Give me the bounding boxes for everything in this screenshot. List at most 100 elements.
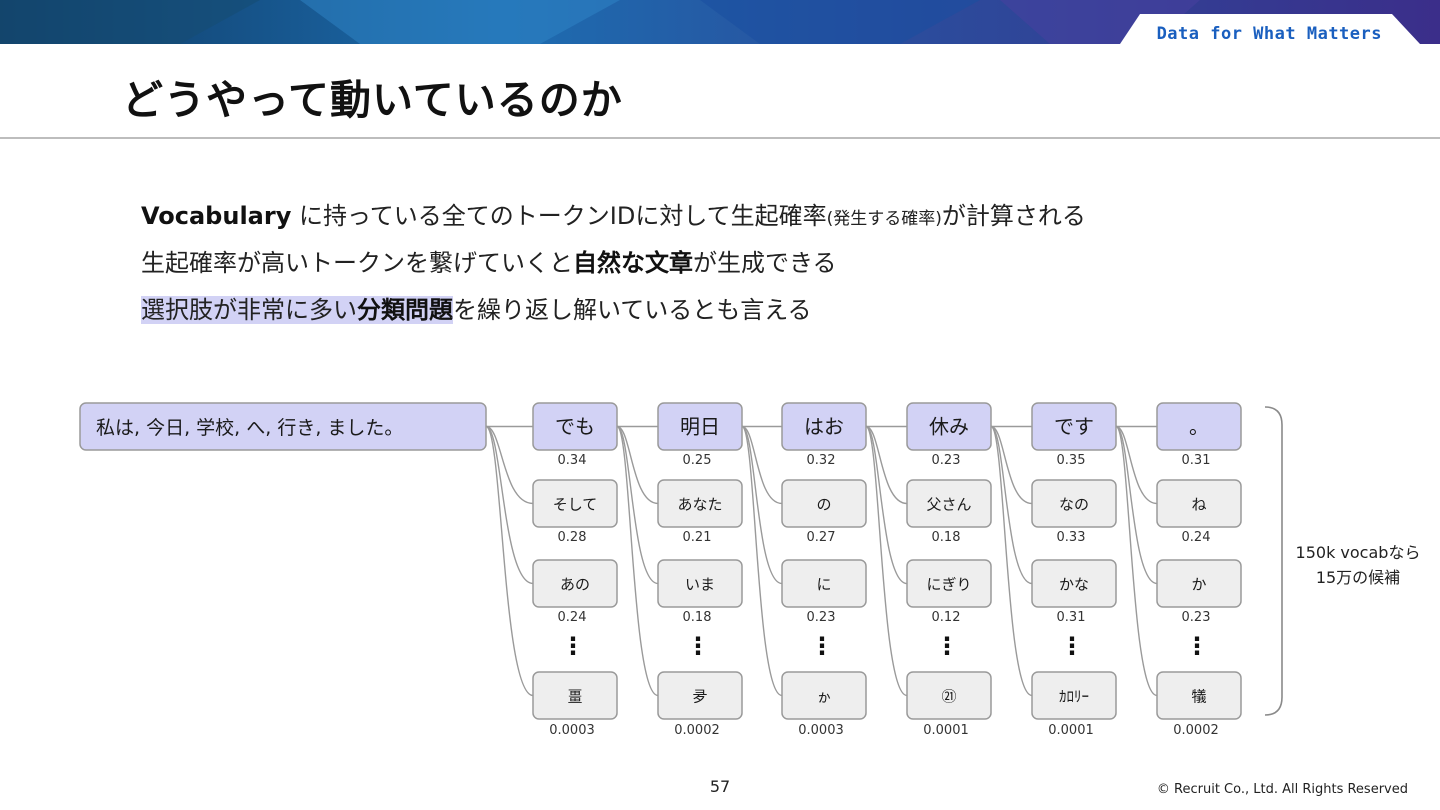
token-probability: 0.24 <box>558 610 587 625</box>
candidate-token-box <box>532 479 618 528</box>
connector-line <box>990 425 1033 585</box>
token-label: ㉑ <box>941 688 956 706</box>
token-label: か <box>1191 576 1206 594</box>
token-label: なの <box>1059 496 1089 514</box>
token-probability: 0.12 <box>932 610 961 625</box>
token-label: 休み <box>929 415 969 439</box>
token-label: そして <box>553 496 598 514</box>
token-probability: 0.23 <box>1182 610 1211 625</box>
token-label: ｶﾛﾘｰ <box>1059 688 1089 706</box>
candidate-token-box <box>1156 671 1242 720</box>
connector-line <box>616 425 659 505</box>
connector-line <box>485 425 534 585</box>
token-probability: 0.34 <box>558 453 587 468</box>
token-label: はお <box>804 415 844 439</box>
top-token-box <box>532 402 618 451</box>
ellipsis-icon: ⋮ <box>561 632 585 660</box>
candidate-token-box <box>657 559 743 608</box>
token-probability: 0.33 <box>1057 530 1086 545</box>
top-token-box <box>1156 402 1242 451</box>
connector-line <box>616 425 659 697</box>
top-token-box <box>657 402 743 451</box>
title-divider <box>0 137 1440 139</box>
ellipsis-icon: ⋮ <box>935 632 959 660</box>
candidate-token-box <box>532 671 618 720</box>
token-label: に <box>816 576 831 594</box>
connector-line <box>485 425 534 505</box>
line2-text-a: 生起確率が高いトークンを繋げていくと <box>141 249 573 277</box>
connector-line <box>1115 425 1158 585</box>
candidate-token-box <box>906 559 992 608</box>
top-token-box <box>1031 402 1117 451</box>
candidate-token-box <box>781 479 867 528</box>
candidate-columns: でも0.34そして0.28あの0.24畺0.0003⋮明日0.25あなた0.21… <box>532 402 1242 738</box>
connector-line <box>865 425 908 697</box>
candidate-token-box <box>1031 559 1117 608</box>
candidates-brace <box>1264 406 1283 716</box>
token-probability: 0.32 <box>807 453 836 468</box>
connector-line <box>865 425 908 505</box>
token-probability: 0.0002 <box>674 723 720 738</box>
token-probability: 0.25 <box>683 453 712 468</box>
token-probability: 0.31 <box>1182 453 1211 468</box>
connector-line <box>990 425 1033 697</box>
line2-text-b: が生成できる <box>693 249 837 277</box>
token-probability: 0.0003 <box>549 723 595 738</box>
token-probability: 0.35 <box>1057 453 1086 468</box>
candidate-token-box <box>1031 671 1117 720</box>
token-label: 。 <box>1189 415 1209 439</box>
highlighted-phrase: 選択肢が非常に多い分類問題 <box>141 296 453 324</box>
ellipsis-icon: ⋮ <box>1185 632 1209 660</box>
line1-text-a: に持っている全てのトークンIDに対して生起確率 <box>291 202 827 230</box>
connector-line <box>865 425 908 585</box>
candidate-token-box <box>781 559 867 608</box>
connector-line <box>990 425 1033 505</box>
token-probability: 0.0003 <box>798 723 844 738</box>
ellipsis-icon: ⋮ <box>810 632 834 660</box>
candidate-token-box <box>906 671 992 720</box>
token-label: あの <box>560 576 590 594</box>
input-sentence-text: 私は, 今日, 学校, へ, 行き, ました。 <box>96 417 403 439</box>
token-probability: 0.28 <box>558 530 587 545</box>
connector-line <box>741 425 783 505</box>
line1-note: (発生する確率) <box>826 209 942 229</box>
token-label: にぎり <box>926 576 971 594</box>
top-token-box <box>906 402 992 451</box>
page-number: 57 <box>709 777 731 796</box>
copyright-text: © Recruit Co., Ltd. All Rights Reserved <box>1156 782 1408 797</box>
token-label: ゕ <box>816 688 831 706</box>
candidate-token-box <box>906 479 992 528</box>
connector-line <box>1115 425 1158 505</box>
ellipsis-icon: ⋮ <box>686 632 710 660</box>
token-label: です <box>1054 415 1094 439</box>
line3-text-b: を繰り返し解いているとも言える <box>453 296 812 324</box>
candidate-token-box <box>657 479 743 528</box>
candidate-token-box <box>781 671 867 720</box>
connector-line <box>741 425 783 585</box>
token-probability: 0.0002 <box>1173 723 1219 738</box>
token-label: いま <box>685 576 715 594</box>
candidate-token-box <box>532 559 618 608</box>
token-label: かな <box>1059 576 1089 594</box>
token-label: 父さん <box>926 496 971 514</box>
candidate-token-box <box>1156 559 1242 608</box>
vocabulary-term: Vocabulary <box>141 202 292 230</box>
input-sentence-box <box>79 402 487 451</box>
note-line-1: 150k vocabなら <box>1296 543 1421 562</box>
bullet-line-1: Vocabulary に持っている全てのトークンIDに対して生起確率(発生する確… <box>141 196 1086 231</box>
token-label: 明日 <box>680 415 720 439</box>
token-probability: 0.24 <box>1182 530 1211 545</box>
bullet-line-3: 選択肢が非常に多い分類問題を繰り返し解いているとも言える <box>141 290 812 325</box>
candidate-token-box <box>1156 479 1242 528</box>
token-label: 夛 <box>692 688 707 706</box>
token-label: ね <box>1191 496 1206 514</box>
page-title: どうやって動いているのか <box>122 76 623 124</box>
top-token-box <box>781 402 867 451</box>
line3-hl-text: 選択肢が非常に多い <box>141 296 357 324</box>
connector-line <box>741 425 783 697</box>
line2-bold: 自然な文章 <box>573 249 693 277</box>
candidate-token-box <box>657 671 743 720</box>
brand-tagline: Data for What Matters <box>1156 24 1382 44</box>
connector-line <box>616 425 659 585</box>
